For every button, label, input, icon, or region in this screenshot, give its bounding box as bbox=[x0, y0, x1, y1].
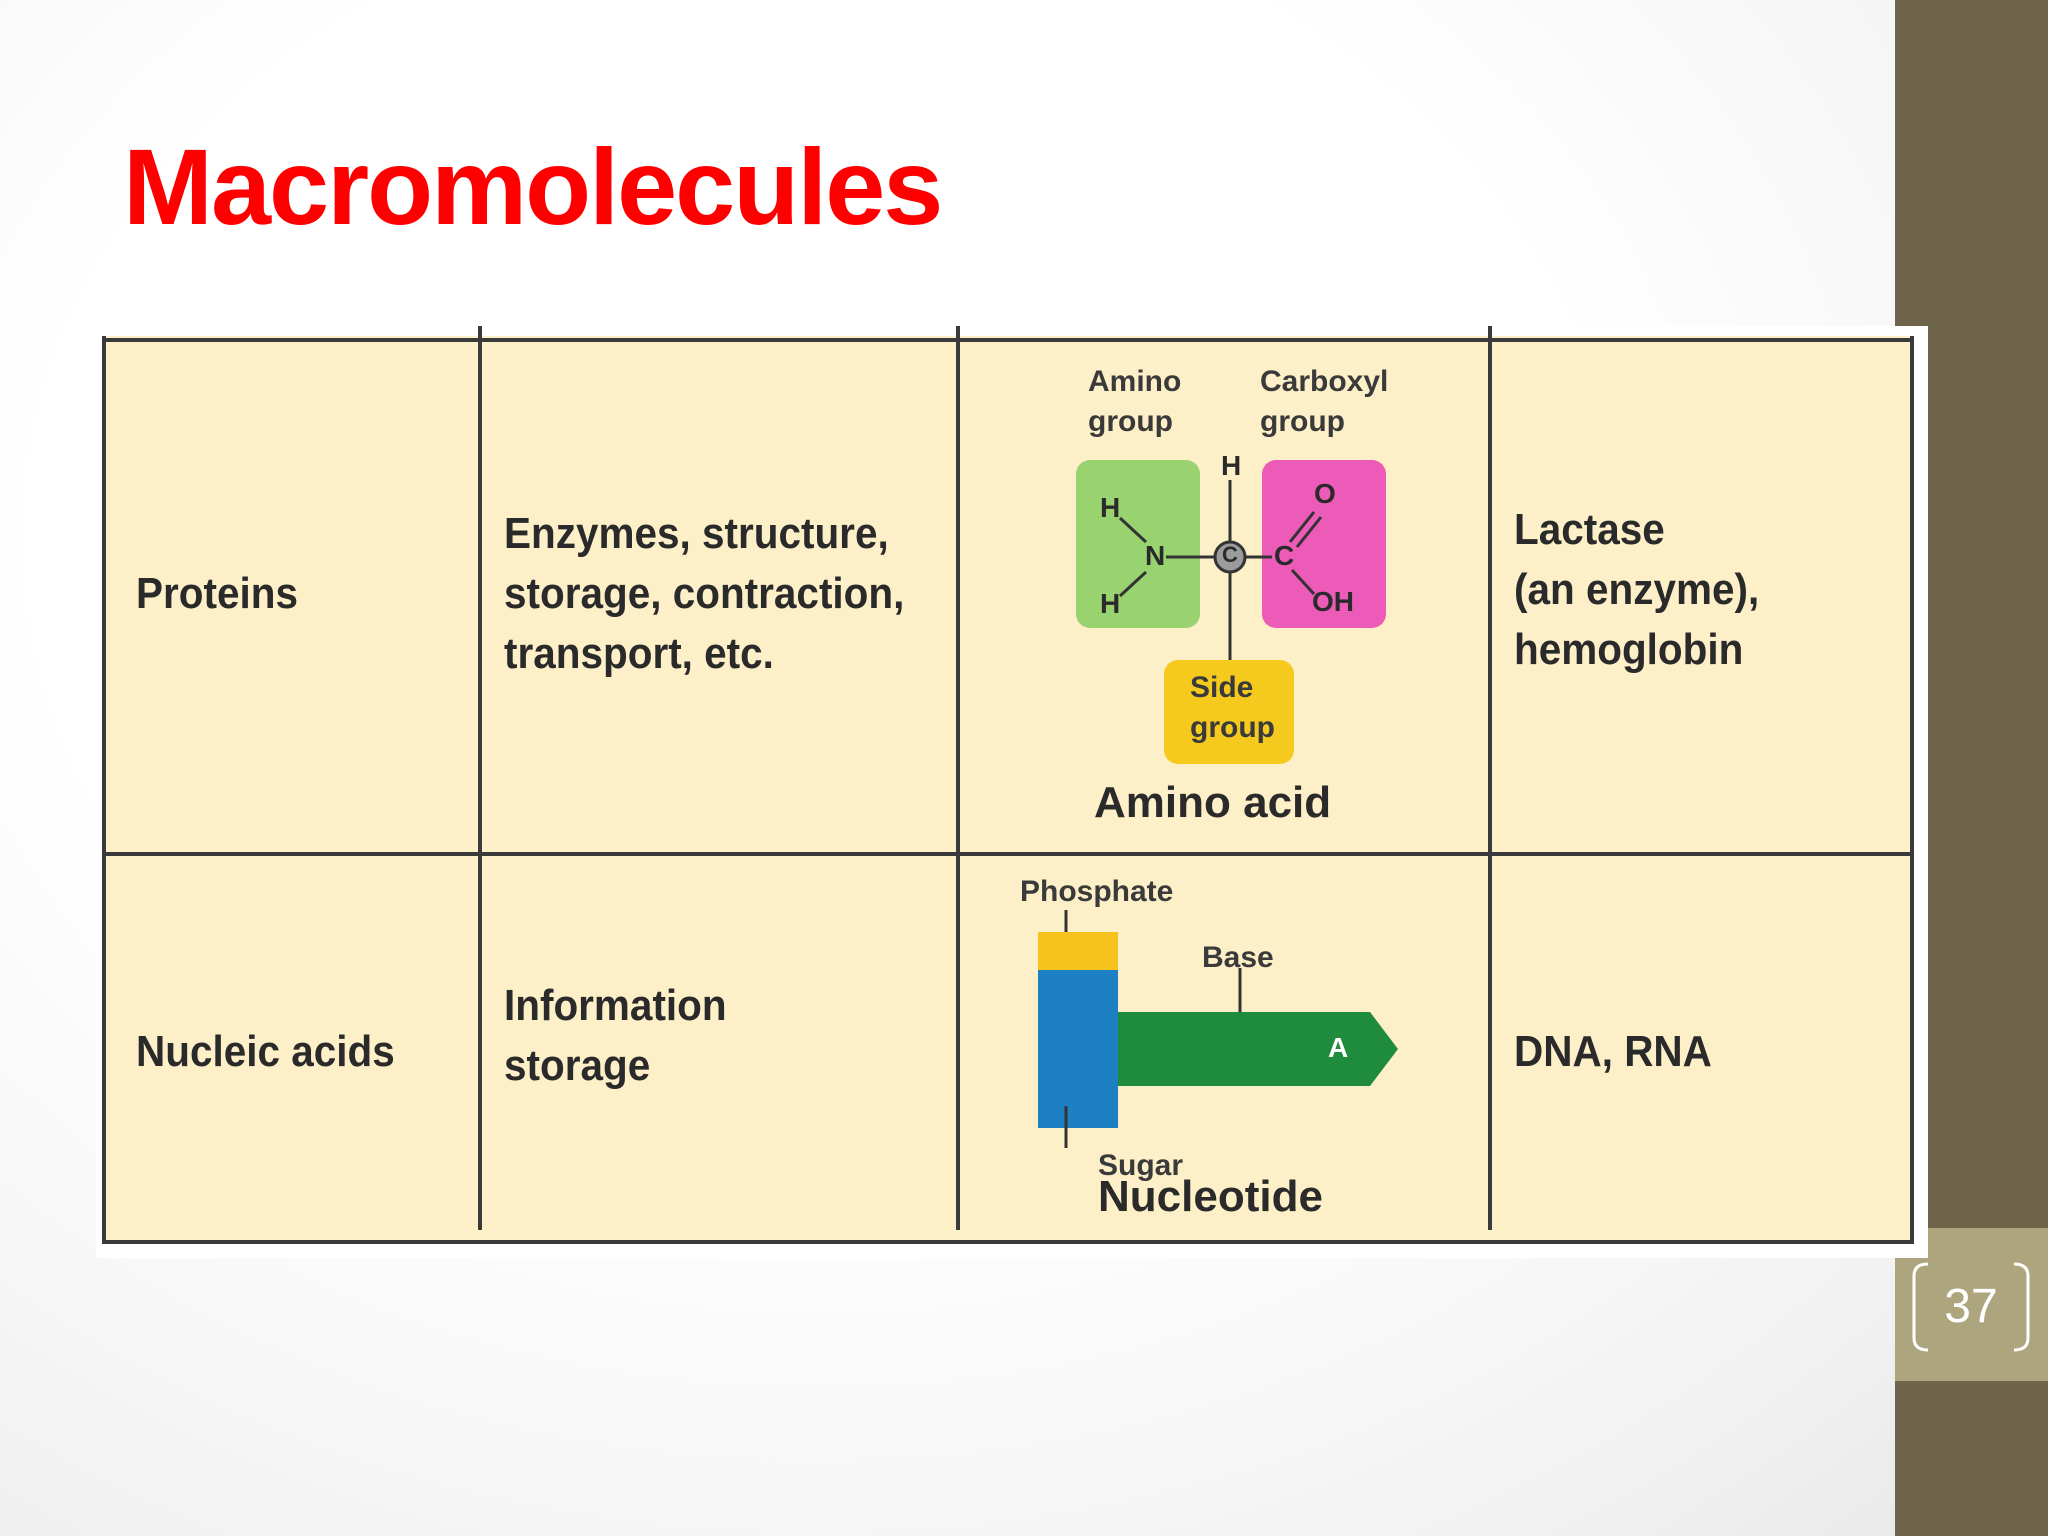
slide-title: Macromolecules bbox=[123, 126, 943, 247]
side-group-box bbox=[1164, 660, 1294, 764]
row-proteins-type: Proteins bbox=[136, 569, 298, 618]
amino-acid-diagram: Amino group Carboxyl group H H bbox=[960, 342, 1488, 850]
nucleotide-caption: Nucleotide bbox=[1098, 1172, 1323, 1221]
table-col-divider-1 bbox=[478, 326, 482, 1230]
atom-h-top: H bbox=[1221, 450, 1242, 481]
atom-oh: OH bbox=[1312, 586, 1354, 617]
nucleotide-diagram: Phosphate Base A Sugar Nucleotide bbox=[960, 856, 1488, 1236]
table-top-line bbox=[106, 338, 1910, 342]
alpha-carbon-circle bbox=[1213, 540, 1247, 574]
phosphate-label: Phosphate bbox=[1020, 875, 1174, 908]
table-row-divider bbox=[106, 852, 1910, 856]
side-group-label-line-2: group bbox=[1190, 711, 1275, 744]
page-number-bracket bbox=[1912, 1262, 2030, 1352]
macromolecule-table: Proteins Enzymes, structure, storage, co… bbox=[102, 326, 1914, 1244]
macromolecule-table-image: Proteins Enzymes, structure, storage, co… bbox=[96, 326, 1928, 1258]
row-proteins-example-line-3: hemoglobin bbox=[1514, 625, 1744, 674]
sugar-block bbox=[1038, 970, 1118, 1128]
atom-n: N bbox=[1145, 540, 1166, 571]
base-label: Base bbox=[1202, 941, 1274, 974]
row-proteins-example-line-1: Lactase bbox=[1514, 505, 1665, 554]
row-proteins-function-line-1: Enzymes, structure, bbox=[504, 509, 889, 558]
amino-group-label-line-1: Amino bbox=[1088, 365, 1182, 398]
carboxyl-group-label-line-1: Carboxyl bbox=[1260, 365, 1389, 398]
amino-group-label-line-2: group bbox=[1088, 405, 1173, 438]
row-nucleic-acids-example: DNA, RNA bbox=[1514, 1027, 1712, 1076]
amino-acid-structure bbox=[1076, 460, 1386, 764]
row-proteins-function-line-3: transport, etc. bbox=[504, 629, 774, 678]
table-col-divider-2 bbox=[956, 326, 960, 1230]
atom-h-upper-left: H bbox=[1100, 492, 1121, 523]
carboxyl-group-label-line-2: group bbox=[1260, 405, 1345, 438]
atom-o: O bbox=[1314, 478, 1336, 509]
amino-acid-caption: Amino acid bbox=[1094, 778, 1332, 827]
base-letter: A bbox=[1328, 1032, 1349, 1063]
atom-c-carboxyl: C bbox=[1274, 540, 1295, 571]
base-arrow bbox=[1118, 1012, 1398, 1086]
amino-group-box bbox=[1076, 460, 1200, 628]
table-col-divider-3 bbox=[1488, 326, 1492, 1230]
sugar-label: Sugar bbox=[1098, 1149, 1184, 1182]
phosphate-block bbox=[1038, 932, 1118, 970]
nucleotide-structure bbox=[1038, 910, 1398, 1148]
carboxyl-group-box bbox=[1262, 460, 1386, 628]
side-group-label-line-1: Side bbox=[1190, 671, 1254, 704]
row-proteins-example-line-2: (an enzyme), bbox=[1514, 565, 1760, 614]
atom-c-center: C bbox=[1222, 542, 1238, 567]
row-proteins-function-line-2: storage, contraction, bbox=[504, 569, 905, 618]
atom-h-lower-left: H bbox=[1100, 588, 1121, 619]
row-nucleic-acids-function-line-1: Information bbox=[504, 981, 727, 1030]
row-nucleic-acids-type: Nucleic acids bbox=[136, 1027, 395, 1076]
row-nucleic-acids-function-line-2: storage bbox=[504, 1041, 651, 1090]
page-number: 37 bbox=[1944, 1280, 1998, 1333]
